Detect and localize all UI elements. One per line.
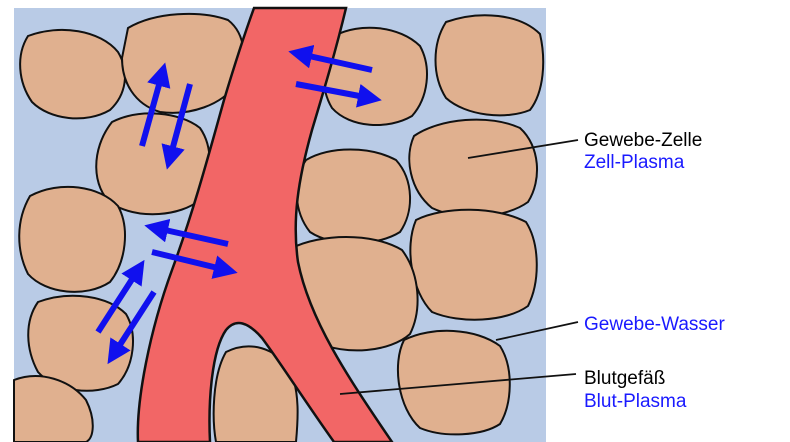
cell <box>398 331 510 435</box>
label-cell: Gewebe-Zelle <box>584 130 702 151</box>
cell <box>436 15 544 115</box>
label-cell-plasma: Zell-Plasma <box>584 152 685 173</box>
label-tissue-water: Gewebe-Wasser <box>584 314 725 335</box>
cell <box>297 150 410 244</box>
label-blood-plasma: Blut-Plasma <box>584 391 687 412</box>
cell <box>96 113 210 214</box>
cell <box>410 210 536 320</box>
cell <box>323 28 427 125</box>
cell <box>409 120 537 217</box>
cell <box>20 30 125 118</box>
cell <box>19 187 125 292</box>
label-vessel: Blutgefäß <box>584 368 665 389</box>
